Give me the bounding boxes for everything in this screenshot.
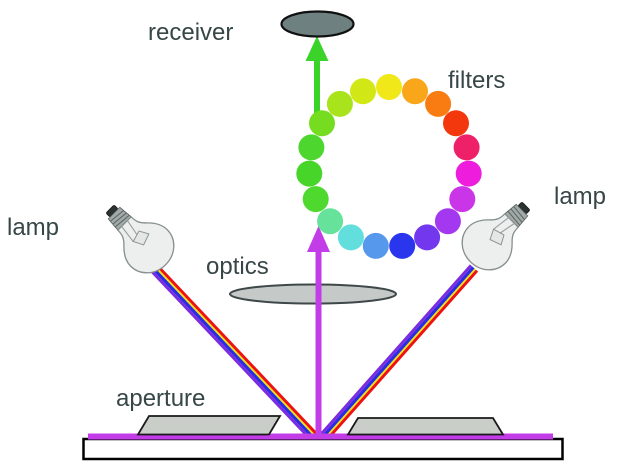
lamp-filament-stem [121,220,138,242]
filter-dot-18 [350,78,376,105]
filter-dot-2 [425,90,452,117]
optics-label: optics [206,253,269,280]
filter-dot-1 [402,78,428,105]
beam-left [151,265,318,441]
beam-stripe-2 [322,266,475,438]
filter-dot-9 [389,232,416,259]
receiver-disk [280,10,355,38]
filter-ring [296,74,482,259]
filter-dot-4 [453,134,480,161]
green-arrow [305,36,329,113]
lamp-right [461,202,530,271]
filter-dot-5 [455,160,482,187]
filter-dot-16 [309,110,335,137]
filter-dot-7 [434,208,461,235]
filter-dot-10 [362,232,389,259]
beam-stripe-0 [156,265,318,436]
lamp-filament [132,230,150,246]
filter-dot-11 [337,224,364,251]
filters-label: filters [448,67,506,94]
lamp-screw-threads [507,206,525,226]
beam-stripe-3 [151,270,312,441]
lamp-filament [489,228,505,246]
filter-dot-3 [443,110,469,137]
optics-lens [229,283,397,305]
filter-dot-15 [298,134,325,161]
beam-stripe-1 [155,267,316,437]
filter-dot-12 [317,208,344,235]
beam-stripe-0 [325,269,479,441]
lamp-left [106,205,175,274]
filter-dot-8 [414,224,441,251]
aperture-left-plate [136,415,282,436]
lamp-right-label: lamp [554,183,607,210]
magenta-arrow [307,226,330,437]
beam-right [319,264,479,441]
lamp-glass [461,212,520,271]
aperture-label: aperture [116,385,206,412]
lamp-screw-threads [110,210,130,228]
lamp-glass [116,215,175,274]
lamp-filament-stem [493,217,515,234]
filter-dot-0 [376,74,402,100]
receiver-label: receiver [148,19,234,46]
filter-dot-13 [302,186,329,213]
filter-dot-17 [326,90,353,117]
filter-dot-6 [449,186,476,213]
aperture-right-plate [346,417,505,436]
filter-dot-14 [296,160,323,187]
beam-stripe-1 [324,268,476,439]
lamp-left-label: lamp [7,214,60,241]
beam-stripe-2 [153,268,315,439]
sample-base [82,437,564,461]
beam-stripe-3 [319,264,473,436]
